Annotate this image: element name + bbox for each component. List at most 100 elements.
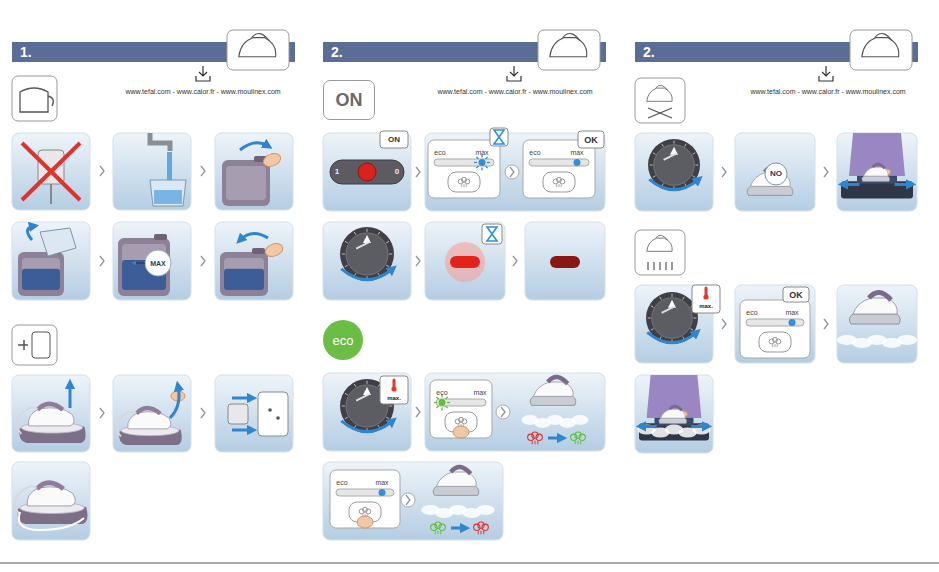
steam-puff [536,434,542,440]
ok-badge: OK [789,291,803,300]
next-chevron [416,256,420,266]
max-marker [145,250,171,276]
next-chevron [100,166,104,176]
steam-puff [465,179,470,184]
picture-tile [12,462,90,540]
next-chevron [201,256,205,266]
iron [530,377,576,405]
hourglass [494,130,504,144]
motion-arrow [69,384,72,408]
dial-tick [367,229,368,232]
dial-ring [340,227,394,281]
dial-tick [692,176,695,178]
steam-puff [579,434,585,440]
badge [380,376,408,404]
wall-socket [258,392,288,436]
water-tank [118,238,170,296]
indicator-light [439,399,446,406]
light-ray [486,157,488,159]
steam-puff [462,419,467,424]
dial-tick [342,406,345,407]
motion-arrow [691,425,707,428]
heating-light-glow [445,242,485,282]
badge [783,287,809,302]
light-ray [476,157,478,159]
plug-cord [50,184,52,204]
section-header: 2. [323,42,523,62]
steam-jet [461,184,462,187]
iron-handle [670,406,682,410]
picture-tile [425,222,505,300]
light-ray [481,168,482,171]
mode-label: max [785,309,798,316]
icon-box [12,76,57,121]
iron [862,164,890,181]
next-chevron [824,167,828,177]
steam-generator [15,483,88,524]
step-circle [496,405,510,419]
badge [578,131,604,148]
iron-outline-handle [563,33,581,40]
website-list: www.tefal.com - www.calor.fr - www.mouli… [437,88,592,95]
download-icon [507,66,521,81]
mode-label: max [570,149,583,156]
light-ray [474,162,477,163]
steam-jet [464,184,465,187]
mode-label: max [473,389,486,396]
steam-jet [556,184,557,187]
socket-hole [268,408,272,412]
person-torso [647,375,702,418]
cord [117,411,137,436]
cord [17,407,38,434]
indicator-light [789,319,796,326]
node-text: ON [336,91,363,109]
motion-arrow [232,397,252,400]
next-chevron [416,407,420,417]
heating-light [450,256,480,268]
slider-track [436,399,486,406]
website-list: www.tefal.com - www.calor.fr - www.mouli… [125,88,280,95]
dial-tick [672,294,673,297]
picture-tile [12,133,90,210]
download-icon [196,66,210,81]
iron-sole [530,396,576,405]
iron-body [436,472,476,486]
dial-tick [685,144,687,147]
hand [453,426,469,438]
temperature-badge: max. [699,303,713,309]
steam-jet [483,531,484,535]
iron-body [533,382,573,396]
forbidden-cross [22,143,80,200]
next-chevron [406,495,410,505]
steam-jet [775,344,776,347]
steam-cloud [897,335,917,345]
download-icon [819,66,833,81]
jug-water [154,190,182,204]
dial-tick [695,165,698,166]
motion-arrow [341,421,392,432]
steam-puff [366,509,371,514]
dial-tick [386,417,389,419]
steam-jet [435,531,436,535]
steam-puff [439,524,445,530]
dial-tick [345,241,348,243]
light-ray [434,402,437,403]
control-panel [428,140,500,198]
steam-symbol [474,522,489,534]
steam-puff [482,524,488,530]
dial-ring [646,292,698,344]
next-chevron [201,166,205,176]
steam-button [759,332,791,352]
iron-outline-body [647,88,672,101]
motion-arrow [548,437,562,440]
dial-face [346,233,388,275]
motion-arrow [895,183,911,186]
iron-outline-body [647,238,672,251]
step-circle [401,493,415,507]
next-chevron [722,167,726,177]
node-text: eco [333,334,354,347]
tank-cap [154,234,167,240]
dial-tick [650,165,653,166]
picture-tile [323,222,411,300]
